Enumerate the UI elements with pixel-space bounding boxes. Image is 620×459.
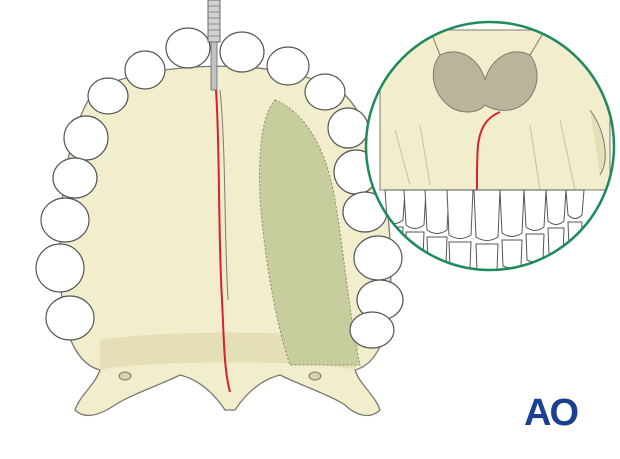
inset-ring [364, 20, 616, 272]
inset-tooth [424, 189, 450, 234]
tooth [40, 197, 90, 243]
nasal-cavity [432, 51, 538, 113]
inset-detail [366, 22, 614, 270]
tooth [52, 157, 98, 199]
inset-tooth [523, 189, 547, 231]
tooth [304, 73, 346, 111]
inset-lower-tooth [501, 239, 523, 269]
tooth [327, 107, 369, 149]
tooth [35, 243, 85, 293]
tooth [266, 46, 310, 86]
inset-tooth [446, 189, 474, 239]
shaded-region [259, 99, 361, 366]
teeth [35, 27, 404, 349]
tooth [63, 115, 109, 161]
tooth [45, 295, 95, 341]
tooth [353, 235, 403, 281]
inset-tooth [565, 189, 585, 219]
tooth [124, 50, 166, 90]
fracture-line [215, 89, 231, 393]
inset-tooth [403, 189, 427, 229]
tooth [219, 31, 265, 73]
inset-tooth [545, 189, 567, 225]
inset-tooth [473, 189, 501, 241]
tooth [349, 311, 395, 349]
ao-logo: AO [524, 392, 579, 434]
inset-tooth [499, 189, 525, 237]
tooth [165, 27, 211, 69]
screw-icon [207, 0, 221, 91]
tooth [87, 77, 129, 115]
inset-lower-tooth [475, 243, 499, 270]
